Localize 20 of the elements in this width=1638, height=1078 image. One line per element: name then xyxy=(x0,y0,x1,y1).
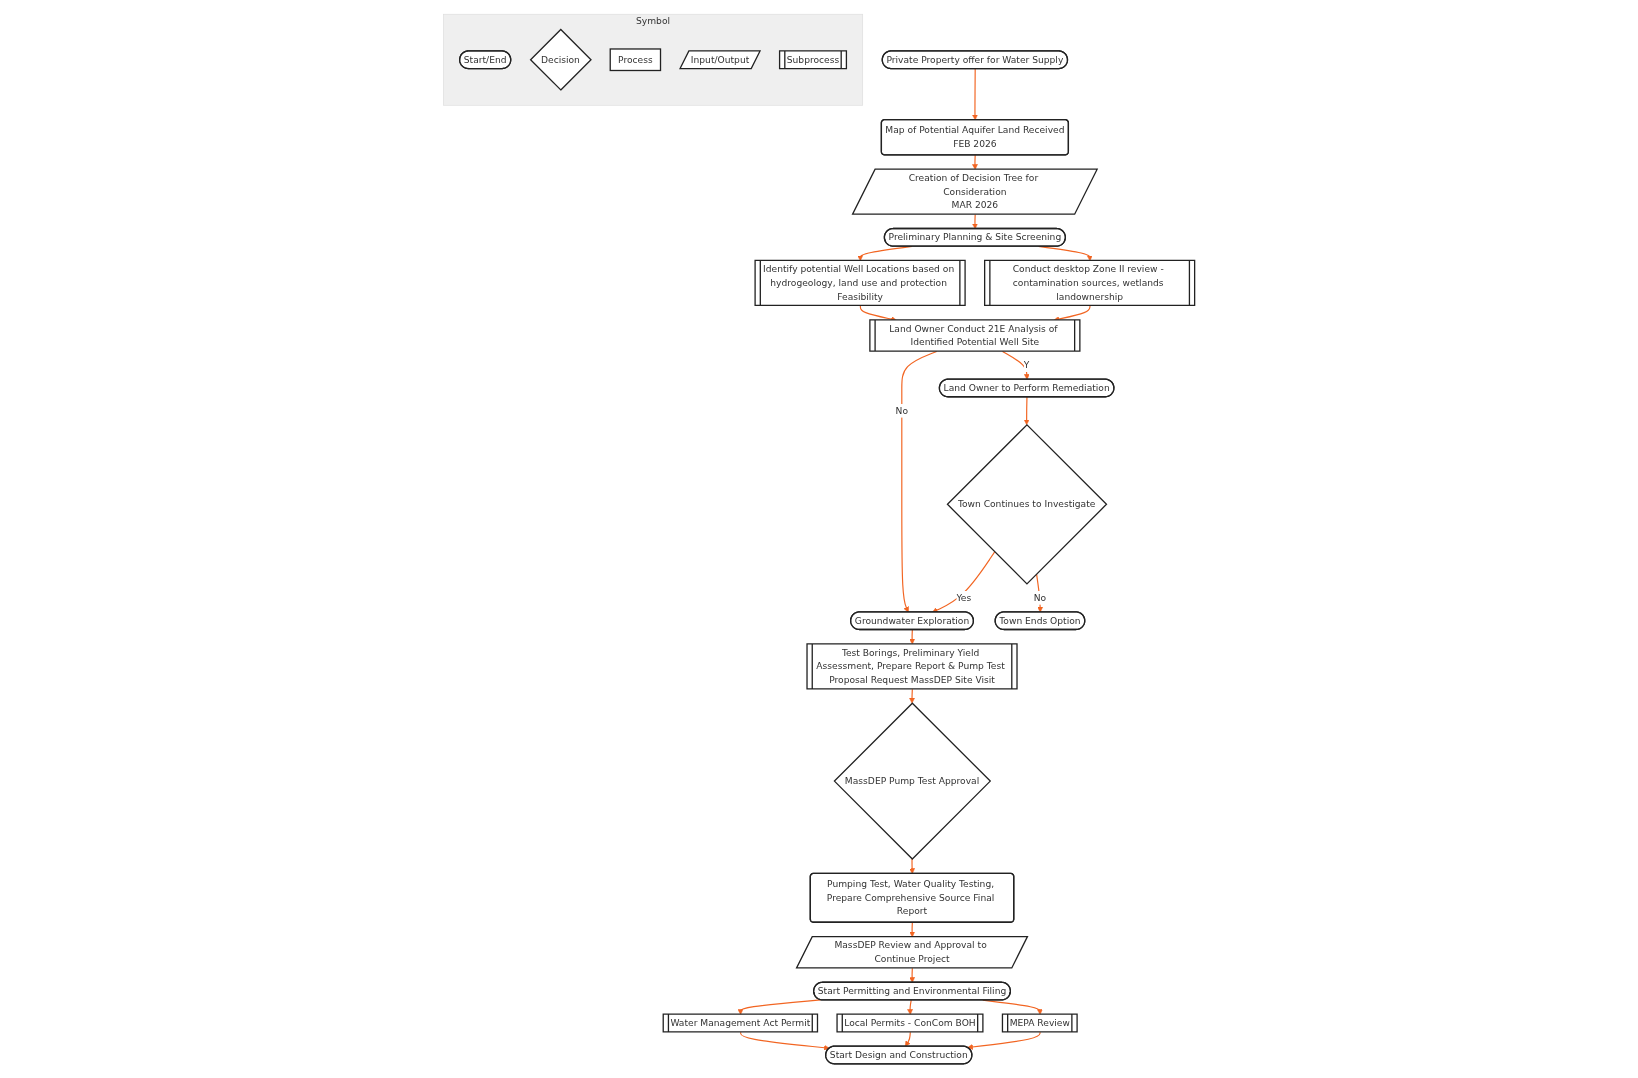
arrow xyxy=(740,1031,830,1051)
node-box: Process xyxy=(609,48,662,72)
arrow xyxy=(967,1031,1041,1050)
arrow xyxy=(932,551,996,613)
arrow xyxy=(905,1031,911,1047)
edge-label: No xyxy=(1033,592,1047,603)
arrow xyxy=(909,688,915,704)
arrow xyxy=(737,999,822,1015)
arrow xyxy=(909,858,915,874)
node-diamond: Decision xyxy=(529,28,592,91)
edge-label: Y xyxy=(1023,359,1030,371)
arrow xyxy=(972,154,978,170)
arrow xyxy=(907,999,913,1015)
arrow xyxy=(1023,396,1030,426)
arrow xyxy=(909,967,915,983)
node-diamond: Town Continues to Investigate xyxy=(946,423,1108,585)
edge-label: No xyxy=(895,405,909,416)
node-diamond: MassDEP Pump Test Approval xyxy=(833,702,992,860)
edge-label: Yes xyxy=(956,592,972,603)
arrow xyxy=(972,68,978,121)
